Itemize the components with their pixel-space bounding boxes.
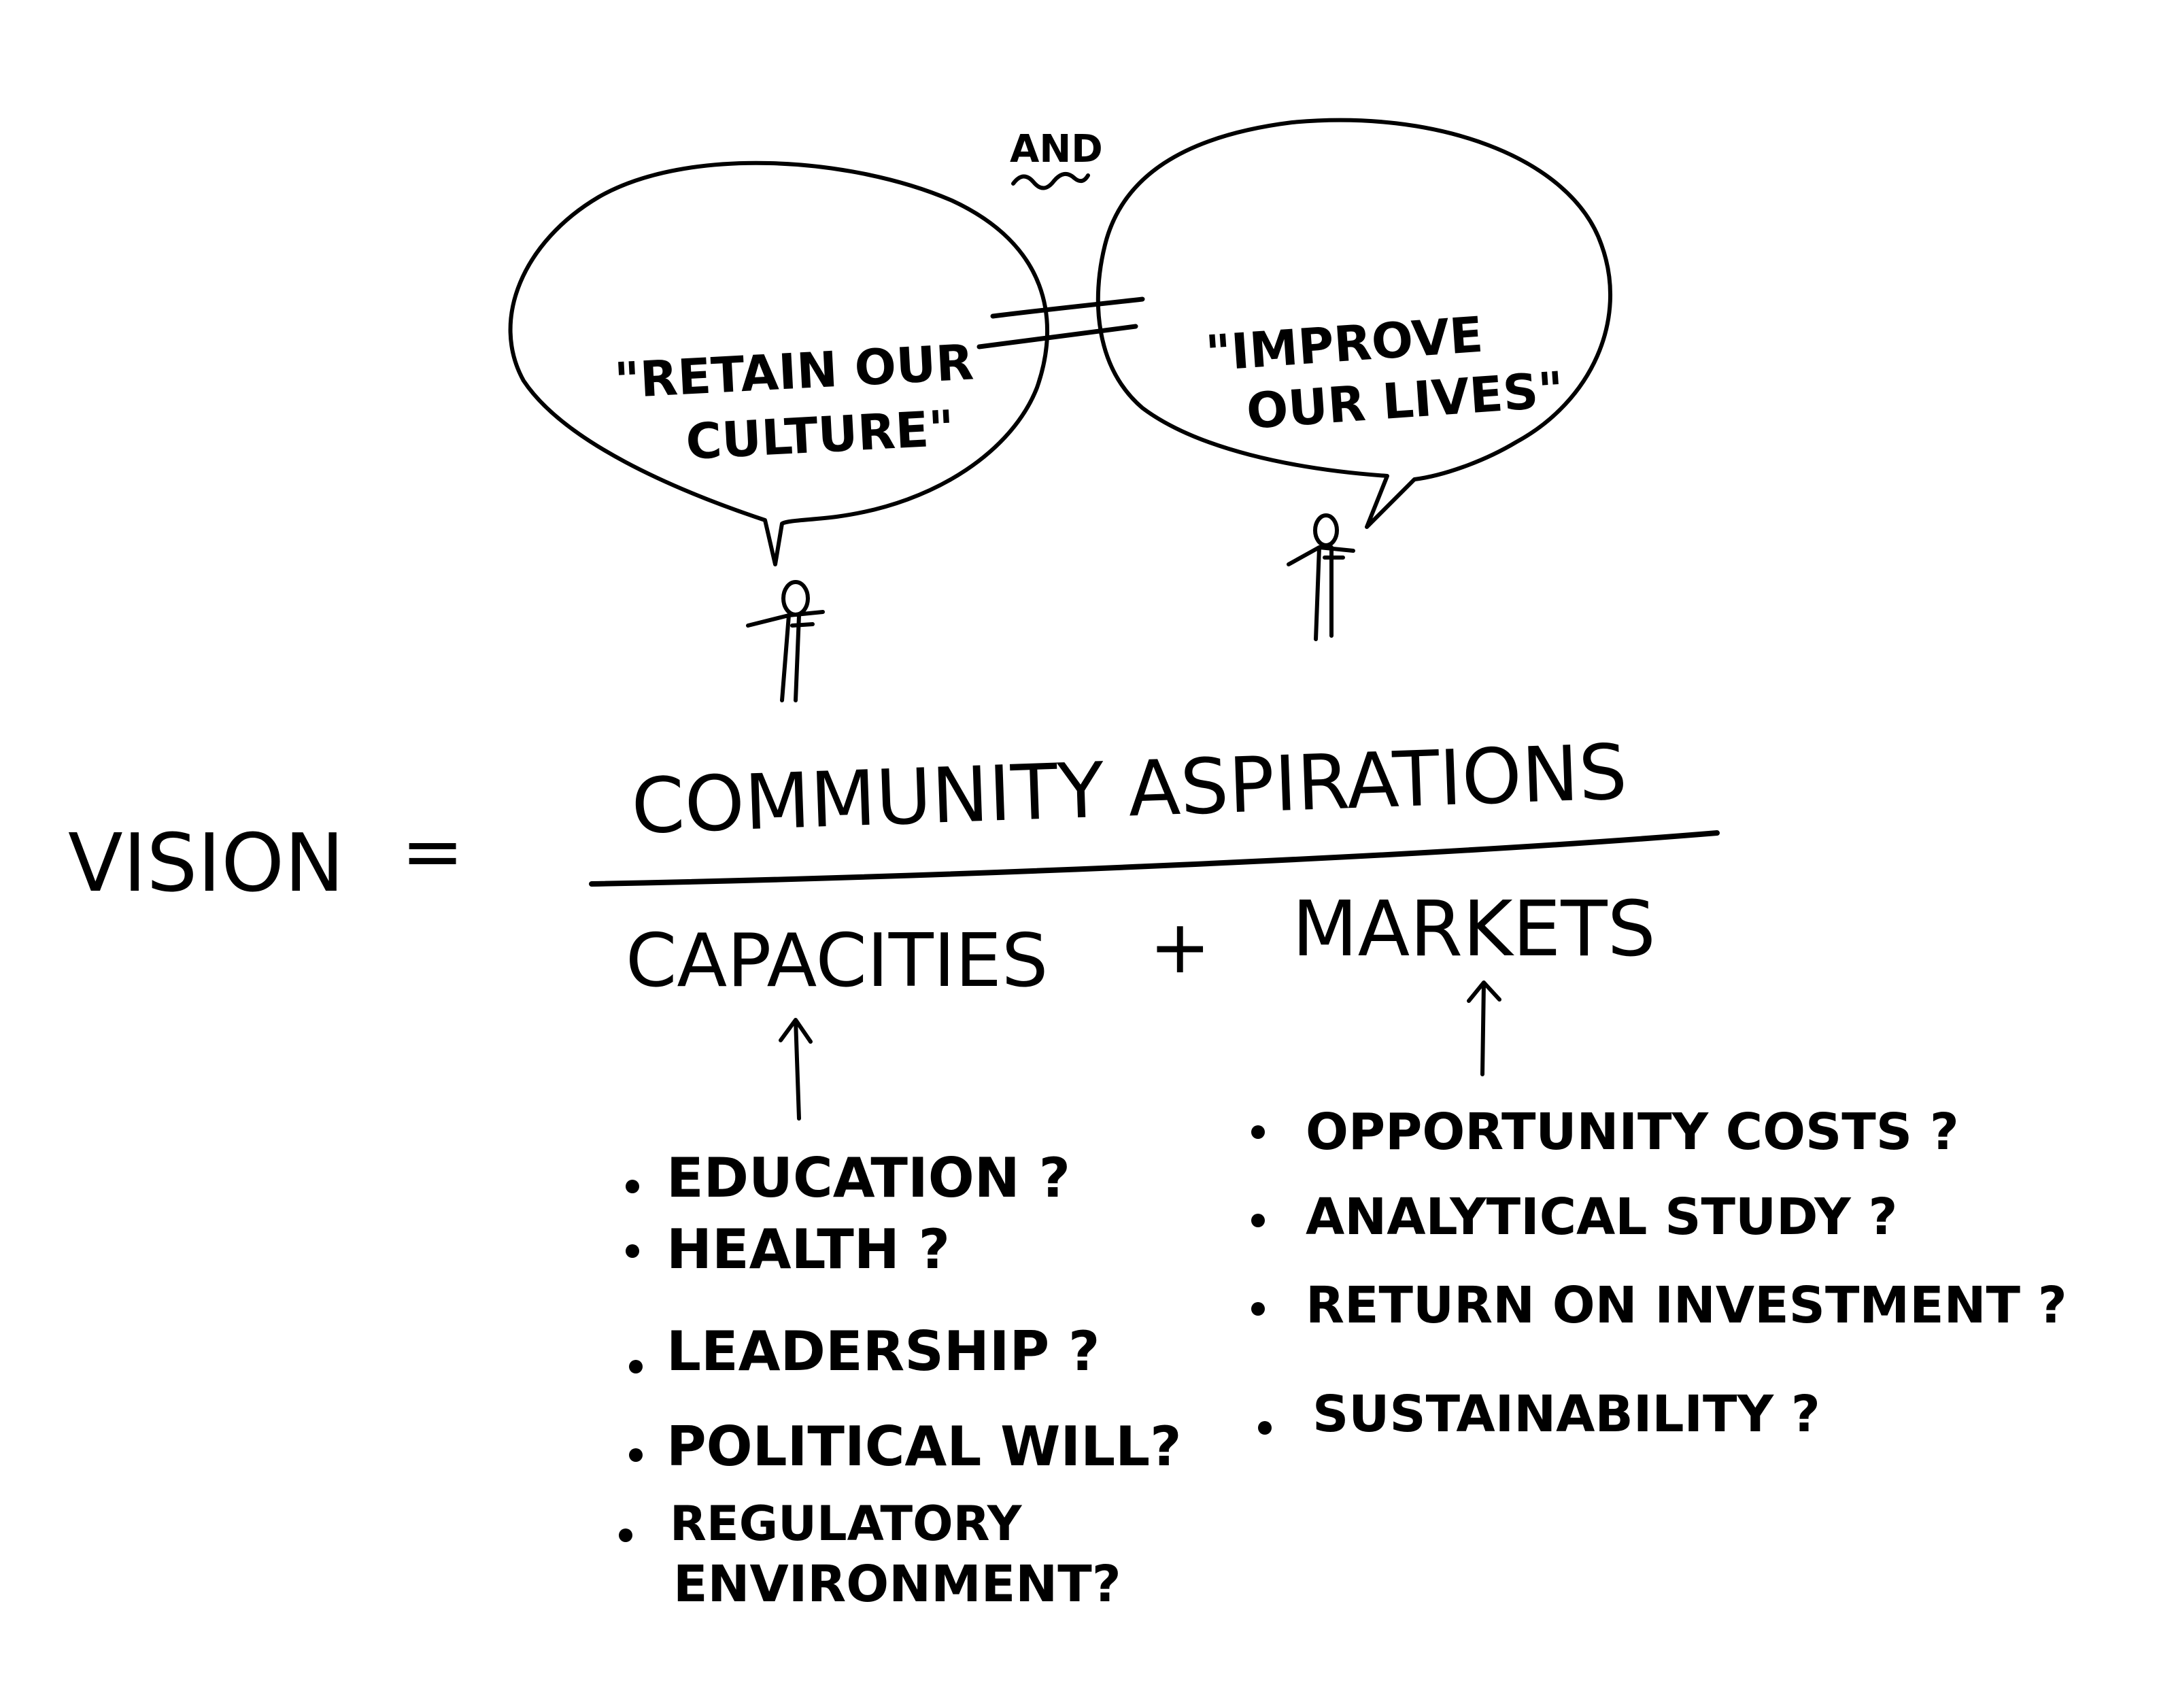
markets-item-return-on-investment: RETURN ON INVESTMENT ? [1306, 1276, 2067, 1335]
bullet-dot [629, 1448, 643, 1462]
markets-item-analytical-study: ANALYTICAL STUDY ? [1306, 1188, 1897, 1246]
bullet-dot [626, 1180, 639, 1193]
capacities-bullets [619, 1180, 643, 1542]
bullet-dot [626, 1244, 639, 1258]
bullet-dot [1258, 1421, 1272, 1435]
markets-arrow [1467, 980, 1501, 1076]
bullet-dot [1251, 1214, 1265, 1227]
numerator-text: COMMUNITY ASPIRATIONS [630, 728, 1628, 851]
left-speech-bubble [508, 160, 1049, 566]
bullet-dot [629, 1360, 643, 1373]
capacities-item-environment: ENVIRONMENT? [673, 1555, 1121, 1613]
capacities-item-health: HEALTH ? [666, 1218, 950, 1281]
bubble-left-line2: CULTURE" [684, 399, 955, 471]
fraction-bar [589, 830, 1720, 887]
left-person-figure [746, 580, 825, 702]
denominator-markets: MARKETS [1292, 885, 1656, 974]
denominator-plus: + [1149, 905, 1211, 990]
left-person-body [746, 610, 825, 702]
bullet-dot [1251, 1302, 1265, 1316]
and-squiggle [1011, 172, 1090, 190]
right-person-head [1313, 513, 1339, 547]
equal-sign-lower [976, 324, 1138, 349]
equal-sign-upper [990, 296, 1145, 319]
capacities-item-political-will: POLITICAL WILL? [666, 1415, 1182, 1478]
right-person-figure [1287, 513, 1355, 641]
denominator-capacities: CAPACITIES [626, 919, 1048, 1004]
equals-sign: = [401, 808, 464, 895]
bullet-dot [619, 1528, 632, 1542]
and-label: AND [1010, 127, 1103, 171]
bullet-dot [1251, 1125, 1265, 1139]
vision-label: VISION [68, 816, 344, 910]
bubble-left-line1: "RETAIN OUR [613, 333, 974, 409]
capacities-item-regulatory: REGULATORY [670, 1496, 1023, 1552]
capacities-arrow [779, 1018, 813, 1121]
capacities-item-leadership: LEADERSHIP ? [666, 1320, 1100, 1383]
capacities-item-education: EDUCATION ? [666, 1146, 1070, 1210]
markets-item-sustainability: SUSTAINABILITY ? [1312, 1385, 1820, 1444]
left-person-head [781, 580, 810, 617]
markets-bullets [1251, 1125, 1272, 1435]
right-person-body [1287, 545, 1355, 641]
right-speech-bubble [1096, 118, 1612, 529]
markets-item-opportunity-costs: OPPORTUNITY COSTS ? [1306, 1103, 1959, 1161]
